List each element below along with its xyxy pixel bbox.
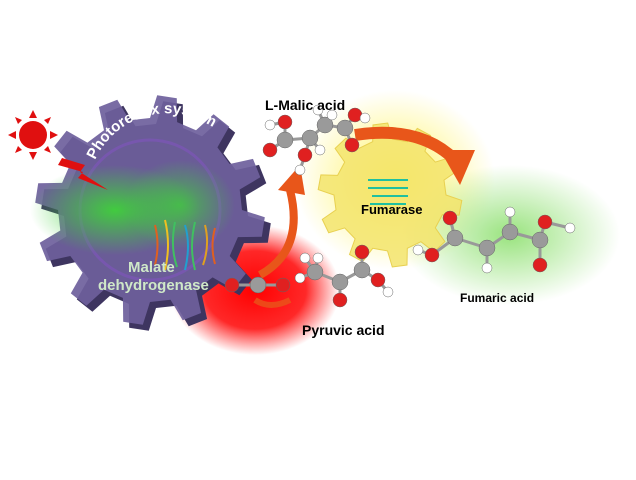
carbon-atom (336, 119, 354, 137)
carbon-atom (446, 229, 464, 247)
sun-icon (8, 110, 58, 160)
hydrogen-atom (382, 286, 394, 298)
oxygen-atom (537, 214, 553, 230)
hydrogen-atom (299, 252, 311, 264)
carbon-atom (306, 263, 324, 281)
carbon-atom (331, 273, 349, 291)
hydrogen-atom (294, 272, 306, 284)
pyruvic-acid-label: Pyruvic acid (302, 322, 385, 338)
dehydrogenase-label: dehydrogenase (98, 277, 209, 294)
hydrogen-atom (359, 112, 371, 124)
fumarase-structure-icon (368, 179, 408, 205)
hydrogen-atom (264, 119, 276, 131)
green-glow-center (125, 160, 235, 250)
hydrogen-atom (564, 222, 576, 234)
malic-acid-label: L-Malic acid (265, 97, 345, 113)
arrow-to-pyruvic (253, 297, 292, 308)
hydrogen-atom (312, 252, 324, 264)
arrow-to-malic (257, 189, 298, 279)
oxygen-atom (277, 114, 293, 130)
carbon-atom (353, 261, 371, 279)
carbon-atom (531, 231, 549, 249)
enzyme-structure-icon (154, 219, 216, 271)
oxygen-atom (442, 210, 458, 226)
arrow-head-fumarase (440, 150, 475, 185)
hydrogen-atom (504, 206, 516, 218)
carbon-atom (301, 129, 319, 147)
carbon-atom (316, 116, 334, 134)
oxygen-atom (370, 272, 386, 288)
fumaric-acid-label: Fumaric acid (460, 291, 534, 305)
oxygen-atom (275, 277, 291, 293)
oxygen-atom (424, 247, 440, 263)
lightning-icon (58, 158, 108, 190)
malate-label: Malate (128, 259, 175, 276)
oxygen-atom (532, 257, 548, 273)
oxygen-atom (347, 107, 363, 123)
hydrogen-atom (326, 109, 338, 121)
fumarase-label: Fumarase (361, 202, 422, 217)
molecules (224, 104, 576, 308)
oxygen-atom (262, 142, 278, 158)
oxygen-atom (332, 292, 348, 308)
carbon-atom (501, 223, 519, 241)
hydrogen-atom (412, 244, 424, 256)
carbon-atom (249, 276, 267, 294)
oxygen-atom (354, 244, 370, 260)
hydrogen-atom (312, 104, 324, 116)
oxygen-atom (224, 277, 240, 293)
hydrogen-atom (481, 262, 493, 274)
hydrogen-atom (314, 144, 326, 156)
carbon-atom (478, 239, 496, 257)
carbon-atom (276, 131, 294, 149)
oxygen-atom (297, 147, 313, 163)
oxygen-atom (344, 137, 360, 153)
hydrogen-atom (294, 164, 306, 176)
